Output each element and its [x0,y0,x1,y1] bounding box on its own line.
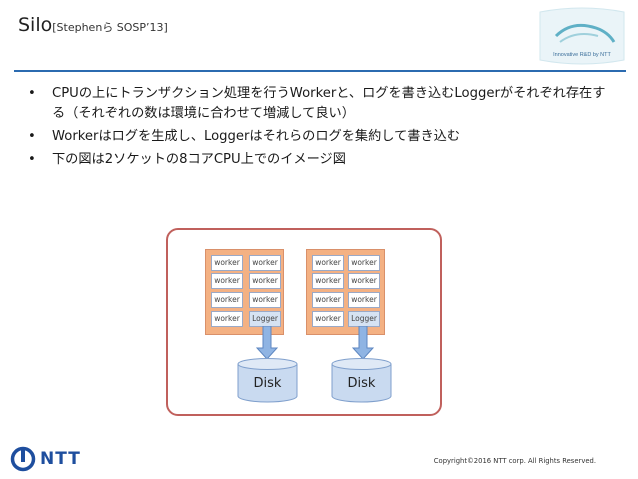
disk-label: Disk [347,376,376,391]
worker-cell: worker [249,273,281,289]
logger-cell: Logger [348,311,380,327]
worker-cell: worker [249,255,281,271]
disk-cylinder-1: Disk [237,358,298,404]
worker-cell: worker [312,255,344,271]
worker-cell: worker [211,292,243,308]
worker-cell: worker [348,273,380,289]
disk-icon [237,358,298,403]
bullet-item: 下の図は2ソケットの8コアCPU上でのイメージ図 [24,150,614,170]
disk-label: Disk [253,376,282,391]
worker-cell: worker [211,273,243,289]
badge-text: Innovative R&D by NTT [553,52,611,58]
title-main: Silo [18,14,53,36]
ntt-logo-icon [10,446,36,472]
worker-cell: worker [211,255,243,271]
worker-cell: worker [211,311,243,327]
worker-cell: worker [249,292,281,308]
innovative-rd-badge: Innovative R&D by NTT [539,7,625,65]
worker-cell: worker [348,255,380,271]
bullet-item: Workerはログを生成し、Loggerはそれらのログを集約して書き込む [24,127,614,147]
title-divider [14,70,626,72]
worker-cell: worker [348,292,380,308]
disk-icon [331,358,392,403]
slide-title: Silo[Stephenら SOSP’13] [18,14,168,36]
logger-cell: Logger [249,311,281,327]
bullet-list: CPUの上にトランザクション処理を行うWorkerと、ログを書き込むLogger… [24,84,614,173]
disk-cylinder-2: Disk [331,358,392,404]
worker-cell: worker [312,311,344,327]
arrow-down-icon [352,326,374,360]
bullet-item: CPUの上にトランザクション処理を行うWorkerと、ログを書き込むLogger… [24,84,614,124]
ntt-logo-text: NTT [40,449,81,469]
copyright-notice: Copyright©2016 NTT corp. All Rights Rese… [433,457,596,465]
arrow-down-icon [256,326,278,360]
worker-cell: worker [312,273,344,289]
worker-cell: worker [312,292,344,308]
title-citation: [Stephenら SOSP’13] [52,21,168,34]
